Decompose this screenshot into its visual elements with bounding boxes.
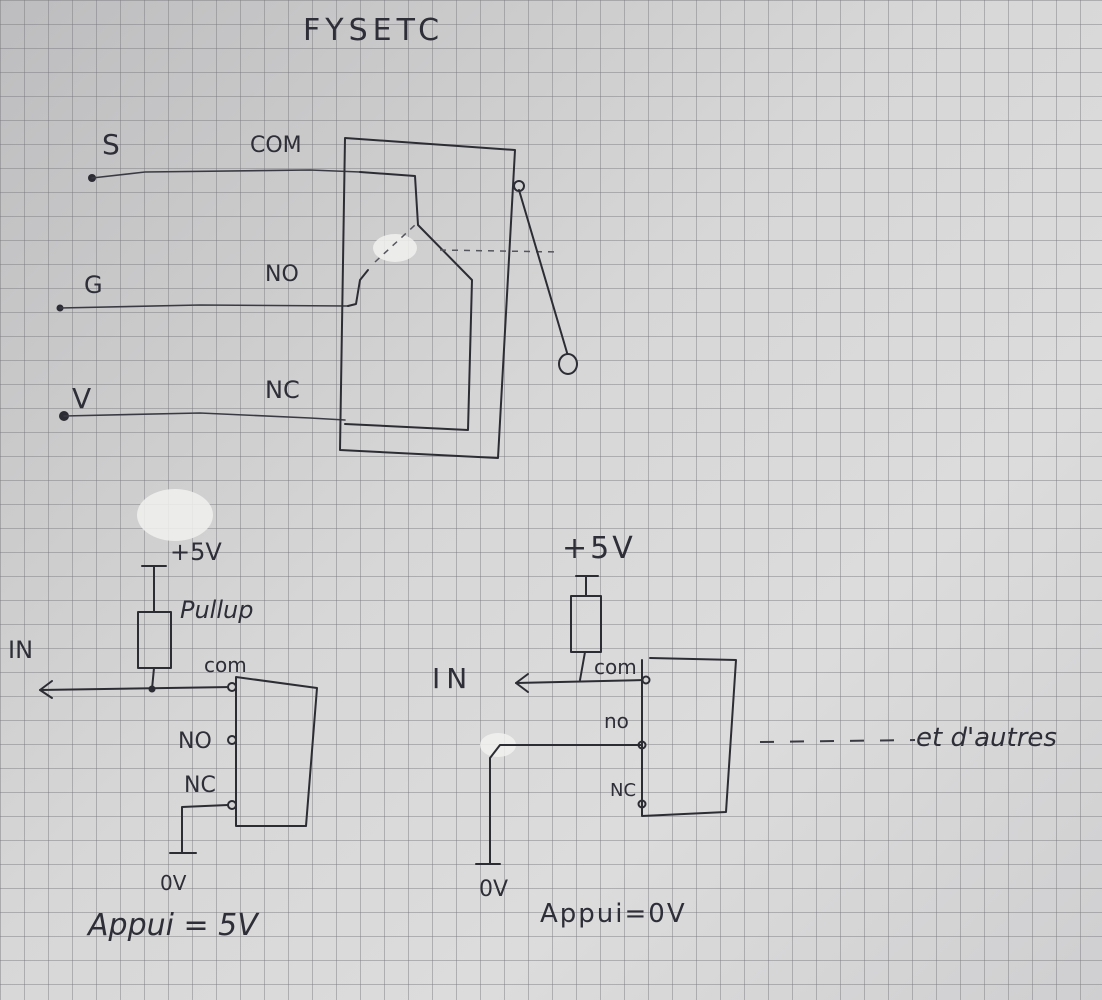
switch-body <box>641 657 737 817</box>
terminal-nc <box>227 800 237 810</box>
switch-housing <box>339 137 516 459</box>
switch-contact-path <box>344 171 473 431</box>
supply-rail <box>141 565 167 613</box>
pin-label-no: no <box>604 709 629 733</box>
input-label: IN <box>432 662 473 695</box>
wire-g <box>59 304 349 309</box>
lever-roller <box>558 353 578 375</box>
paper-glare <box>373 234 417 262</box>
caption: Appui = 5V <box>86 908 260 943</box>
supply-label: +5V <box>170 538 222 566</box>
terminal-com <box>227 682 237 692</box>
terminal-com <box>641 675 651 685</box>
page-title: FYSETC <box>303 13 444 48</box>
pin-label-v: V <box>72 382 91 415</box>
supply-label: +5V <box>562 531 636 566</box>
circuit-active-low: +5V IN com no NC 0V et d'autres Appui=0V <box>432 531 1057 929</box>
switch-travel-dashed <box>374 224 561 263</box>
ground-wire <box>181 804 229 853</box>
switch-no-contact <box>347 269 369 307</box>
paper-glare <box>480 733 516 757</box>
wire-v <box>63 412 346 421</box>
continuation-dashes <box>759 739 916 743</box>
input-arrow-head <box>515 673 529 693</box>
pin-label-com: COM <box>250 133 302 158</box>
resistor-label: Pullup <box>180 596 253 624</box>
resistor-to-node <box>151 667 155 690</box>
pin-label-nc: NC <box>184 773 216 798</box>
supply-rail <box>575 575 599 597</box>
switch-module: S G V COM NO NC <box>56 128 578 459</box>
pin-label-s: S <box>102 128 120 161</box>
pin-label-nc: NC <box>610 780 636 801</box>
switch-lever <box>518 189 569 357</box>
pin-label-g: G <box>84 271 103 299</box>
continuation-note: et d'autres <box>916 723 1057 753</box>
pin-label-no: NO <box>178 729 212 754</box>
terminal-no <box>227 735 237 745</box>
pullup-resistor <box>137 611 172 669</box>
input-arrow-head <box>39 680 53 699</box>
caption: Appui=0V <box>540 899 687 929</box>
pin-label-com: com <box>594 655 637 679</box>
pin-label-no: NO <box>265 262 299 287</box>
wire-s <box>91 169 361 179</box>
input-wire <box>515 679 647 684</box>
ground-label: 0V <box>479 877 508 902</box>
paper-glare <box>137 489 213 541</box>
input-label: IN <box>8 636 33 664</box>
input-wire <box>39 686 233 691</box>
pin-label-nc: NC <box>265 376 300 404</box>
ground-wire <box>489 744 643 865</box>
pin-label-com: com <box>204 653 247 677</box>
switch-body <box>235 676 318 827</box>
resistor-to-node <box>579 651 586 681</box>
circuit-pullup: +5V Pullup IN com NO NC 0V Appui = 5V <box>8 538 318 943</box>
ground-label: 0V <box>160 871 187 895</box>
pullup-resistor <box>570 595 602 653</box>
